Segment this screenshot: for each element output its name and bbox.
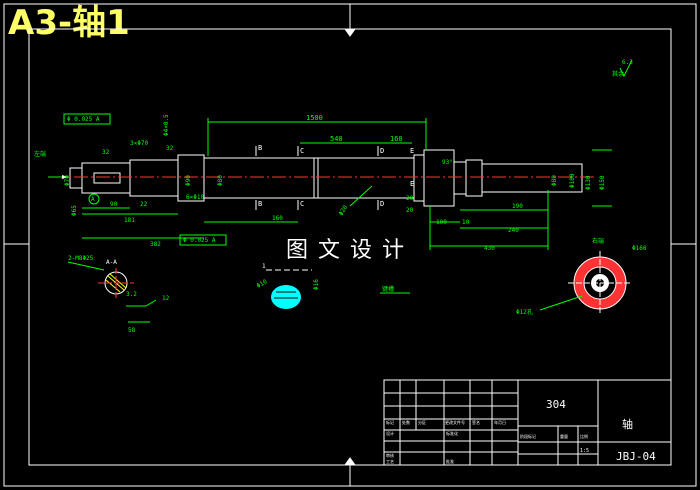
diameter-dim: Φ150 bbox=[599, 175, 606, 190]
roughness-note-label: 其余 bbox=[612, 70, 624, 78]
keyway-left bbox=[93, 172, 121, 184]
overall-length-dim: 1500 bbox=[306, 114, 323, 122]
diameter-dim: Φ130 bbox=[585, 175, 592, 190]
section-letter: D bbox=[380, 147, 384, 155]
section-a-a-view[interactable]: A-A 2-M8Φ25 3.2 12 58 bbox=[67, 255, 170, 334]
dim-text: 22 bbox=[140, 201, 148, 208]
dim-text: 382 bbox=[150, 241, 161, 248]
title-block-label: 更改文件号 bbox=[445, 419, 465, 425]
shaft-outline bbox=[69, 149, 583, 207]
section-1-hatch bbox=[271, 285, 301, 309]
shaft-main-view[interactable]: B B C C D D E E 左端 1500 bbox=[34, 113, 612, 252]
dim-text: 12 bbox=[162, 295, 170, 302]
section-letter: C bbox=[300, 147, 304, 155]
annotation: 6×Φ10 bbox=[186, 194, 204, 201]
roughness-value: 32 bbox=[166, 145, 174, 152]
svg-text:Φ 0.025 A: Φ 0.025 A bbox=[183, 237, 216, 244]
dim-text: 181 bbox=[124, 217, 135, 224]
section-letter: E bbox=[410, 147, 414, 155]
dim-text: 58 bbox=[128, 327, 136, 334]
section-1-label: 1 bbox=[262, 263, 266, 270]
roughness-note: 其余 6.3 bbox=[612, 59, 633, 78]
part-name-field: 轴 bbox=[622, 417, 633, 431]
dim-text: 10 bbox=[462, 219, 470, 226]
tolerance-frame: Φ 0.025 A bbox=[179, 234, 227, 246]
section-cut-marks bbox=[255, 146, 379, 210]
sheet-title: A3-轴1 bbox=[8, 3, 130, 43]
title-block-label: 设计 bbox=[386, 430, 394, 436]
diameter-dim: Φ80 bbox=[551, 175, 558, 186]
title-block: 304 轴 JBJ-04 1:5 标记 处数 分区 更改文件号 签名 年月日 设… bbox=[383, 379, 672, 466]
annotation: Φ4×0.5 bbox=[163, 114, 170, 136]
diameter-dim: Φ70 bbox=[64, 175, 71, 186]
diameter-dim: Φ100 bbox=[569, 173, 576, 188]
diameter-dim: Φ90 bbox=[185, 175, 192, 186]
section-letter: B bbox=[258, 200, 262, 208]
dim-text: 240 bbox=[508, 227, 519, 234]
scale-field: 1:5 bbox=[580, 448, 589, 454]
roughness-value: 3.2 bbox=[126, 291, 137, 298]
title-block-label: 标准化 bbox=[446, 430, 458, 436]
roughness-value: 32 bbox=[102, 149, 110, 156]
material-field: 304 bbox=[546, 398, 566, 411]
title-block-label: 年月日 bbox=[494, 419, 506, 425]
title-block-label: 比例 bbox=[580, 433, 588, 439]
load-arrow-icon bbox=[62, 175, 68, 179]
tolerance-frame: Φ 0.025 A bbox=[63, 113, 111, 125]
left-end-label: 左端 bbox=[34, 150, 46, 158]
leader-line bbox=[349, 185, 373, 207]
datum-label: A bbox=[91, 196, 95, 203]
end-view-hole-note: Φ12孔 bbox=[516, 308, 533, 316]
section-1-view[interactable]: 1 Φ10 Φ16 键槽 bbox=[256, 263, 411, 309]
dim-text: 430 bbox=[484, 245, 495, 252]
orientation-arrow-top bbox=[344, 28, 356, 37]
section-a-a-label: A-A bbox=[106, 259, 117, 266]
watermark-text: 图文设计 bbox=[286, 238, 415, 263]
dim-text: 20 bbox=[406, 207, 414, 214]
dim-text: 160 bbox=[272, 215, 283, 222]
title-block-label: 批准 bbox=[446, 458, 454, 464]
end-view-diameter: Φ160 bbox=[632, 245, 647, 252]
annotation: 3×Φ70 bbox=[130, 140, 148, 147]
section-letter: B bbox=[258, 144, 262, 152]
title-block-label: 阶段标记 bbox=[520, 433, 536, 439]
section-a-a-hole-label: 2-M8Φ25 bbox=[68, 255, 94, 262]
end-view[interactable]: 右端 Φ160 Φ12孔 bbox=[516, 237, 647, 316]
dim-text: 160 bbox=[390, 135, 403, 143]
dim-text: 20 bbox=[406, 195, 414, 202]
groove-mid bbox=[313, 157, 319, 199]
dim-text: Φ10 bbox=[256, 278, 269, 290]
section-letter: C bbox=[300, 200, 304, 208]
dimension-lines bbox=[48, 118, 612, 250]
title-block-label: 分区 bbox=[418, 419, 426, 425]
svg-text:Φ 0.025 A: Φ 0.025 A bbox=[67, 116, 100, 123]
diameter-dim: Φ80 bbox=[217, 175, 224, 186]
section-letter: D bbox=[380, 200, 384, 208]
section-letter: E bbox=[410, 180, 414, 188]
roughness-note-value: 6.3 bbox=[622, 59, 633, 66]
dim-text: 100 bbox=[436, 219, 447, 226]
dim-text: Φ16 bbox=[313, 279, 320, 290]
title-block-label: 标记 bbox=[386, 419, 394, 425]
title-block-label: 签名 bbox=[472, 419, 480, 425]
roughness-symbol-icon bbox=[619, 59, 633, 78]
annotation: 93° bbox=[442, 159, 453, 166]
title-block-label: 重量 bbox=[560, 433, 568, 439]
annotation: Φ20 bbox=[338, 204, 350, 217]
sheet-frame bbox=[3, 3, 697, 487]
section-1-note: 键槽 bbox=[382, 285, 394, 293]
datum-circle bbox=[88, 193, 100, 205]
title-block-label: 处数 bbox=[402, 419, 410, 425]
title-block-label: 审核 bbox=[386, 452, 394, 458]
dim-text: 90 bbox=[110, 201, 118, 208]
diameter-dim: Φ65 bbox=[71, 205, 78, 216]
title-block-label: 工艺 bbox=[386, 459, 394, 464]
dim-text: 540 bbox=[330, 135, 343, 143]
end-view-label: 右端 bbox=[592, 237, 604, 245]
orientation-arrow-bottom bbox=[344, 457, 356, 466]
drawing-number-field: JBJ-04 bbox=[616, 450, 656, 463]
dim-text: 190 bbox=[512, 203, 523, 210]
